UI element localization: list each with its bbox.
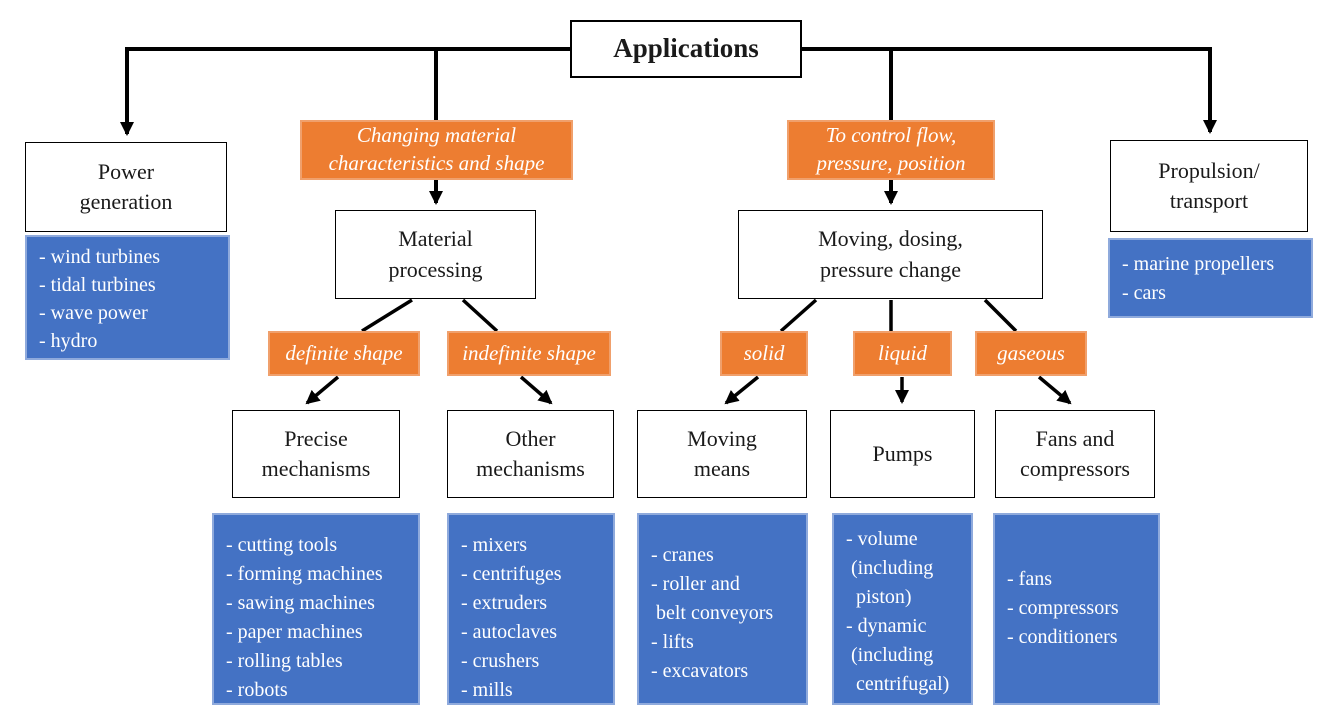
connector-indefinite-other <box>519 375 553 405</box>
connector-material-indefinite <box>461 298 499 333</box>
node-propulsion-transport: Propulsion/ transport <box>1110 140 1308 232</box>
connector-definite-precise <box>305 375 340 405</box>
category-changing-material: Changing material characteristics and sh… <box>300 120 573 180</box>
node-moving-dosing: Moving, dosing, pressure change <box>738 210 1043 299</box>
node-power-generation: Power generation <box>25 142 227 232</box>
node-applications: Applications <box>570 20 802 78</box>
connector-material-definite <box>361 298 413 333</box>
list-fans-compressors-examples: - fans - compressors - conditioners <box>993 513 1160 705</box>
category-solid: solid <box>720 331 808 376</box>
node-fans-compressors: Fans and compressors <box>995 410 1155 498</box>
connector-control-gaseous <box>983 298 1018 333</box>
list-precise-mechanisms-examples: - cutting tools - forming machines - saw… <box>212 513 420 705</box>
list-moving-means-examples: - cranes - roller and belt conveyors - l… <box>637 513 808 705</box>
connector-applications-propulsion <box>802 47 1217 134</box>
node-pumps: Pumps <box>830 410 975 498</box>
connector-gaseous-fans <box>1037 375 1072 405</box>
connector-solid-moving-means <box>724 375 760 405</box>
category-control-flow: To control flow, pressure, position <box>787 120 995 180</box>
category-liquid: liquid <box>853 331 952 376</box>
list-other-mechanisms-examples: - mixers - centrifuges - extruders - aut… <box>447 513 615 705</box>
list-pumps-examples: - volume (including piston) - dynamic (i… <box>832 513 973 705</box>
list-power-generation-examples: - wind turbines - tidal turbines - wave … <box>25 235 230 360</box>
node-moving-means: Moving means <box>637 410 807 498</box>
connector-control-solid <box>779 298 818 333</box>
category-definite-shape: definite shape <box>268 331 420 376</box>
node-other-mechanisms: Other mechanisms <box>447 410 614 498</box>
node-precise-mechanisms: Precise mechanisms <box>232 410 400 498</box>
category-indefinite-shape: indefinite shape <box>447 331 611 376</box>
list-propulsion-examples: - marine propellers - cars <box>1108 238 1313 318</box>
node-material-processing: Material processing <box>335 210 536 299</box>
category-gaseous: gaseous <box>975 331 1087 376</box>
connector-applications-power <box>120 47 570 136</box>
